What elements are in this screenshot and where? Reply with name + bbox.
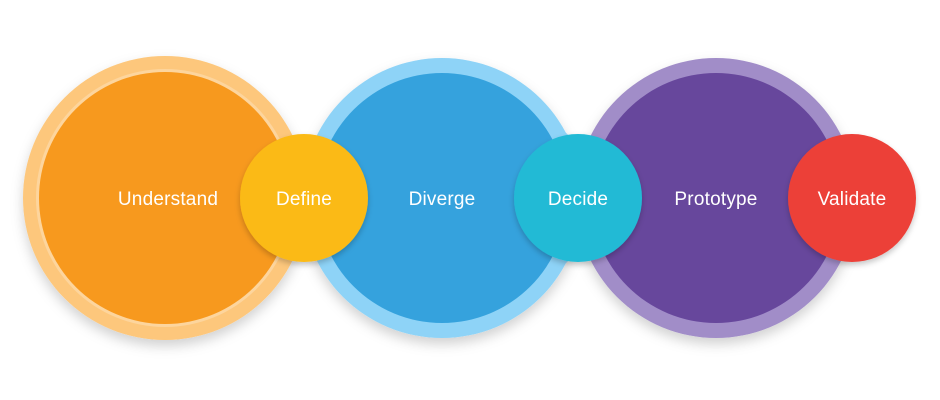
diverge-label: Diverge <box>409 189 476 210</box>
define-label: Define <box>276 189 332 210</box>
prototype-label: Prototype <box>674 189 757 210</box>
define-circle <box>240 134 368 262</box>
stage-understand-group <box>23 56 310 340</box>
understand-circle <box>39 72 291 324</box>
validate-label: Validate <box>818 189 887 210</box>
diverge-circle <box>317 73 567 323</box>
decide-circle <box>514 134 642 262</box>
decide-label: Decide <box>548 189 608 210</box>
prototype-circle <box>591 73 841 323</box>
stage-prototype-group <box>576 58 857 338</box>
validate-circle <box>788 134 916 262</box>
understand-label: Understand <box>118 189 218 210</box>
